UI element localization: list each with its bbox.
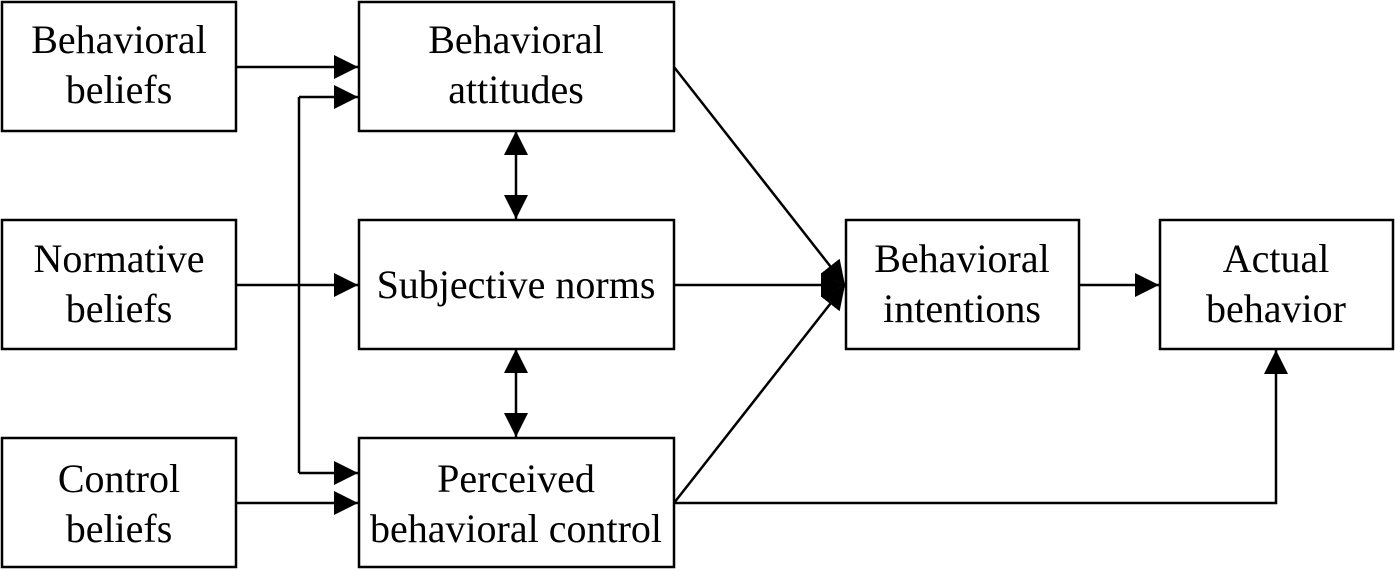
behavioral-beliefs-line-2: beliefs	[66, 67, 173, 112]
edge-attitudes-to-intentions	[673, 66, 846, 286]
subjective-norms-line-1: Subjective norms	[377, 262, 656, 307]
node-perceived-behavioral-control: Perceived behavioral control	[357, 436, 676, 569]
normative-beliefs-line-1: Normative	[33, 236, 204, 281]
node-normative-beliefs: Normative beliefs	[0, 218, 238, 351]
actual-behavior-box	[1158, 218, 1395, 351]
node-behavioral-intentions: Behavioral intentions	[844, 218, 1081, 351]
node-control-beliefs: Control beliefs	[0, 436, 238, 569]
behavioral-attitudes-box	[357, 0, 676, 133]
behavioral-attitudes-line-2: attitudes	[448, 67, 584, 112]
behavioral-intentions-line-1: Behavioral	[874, 236, 1050, 281]
edge-perceived-control-to-actual-behavior	[674, 350, 1288, 505]
behavioral-beliefs-box	[0, 0, 238, 133]
node-behavioral-beliefs: Behavioral beliefs	[0, 0, 238, 133]
node-behavioral-attitudes: Behavioral attitudes	[357, 0, 676, 133]
behavioral-intentions-box	[844, 218, 1081, 351]
control-beliefs-line-2: beliefs	[66, 506, 173, 551]
perceived-behavioral-control-line-2: behavioral control	[370, 506, 662, 551]
perceived-behavioral-control-box	[357, 436, 676, 569]
edge-perceived-control-to-intentions	[673, 284, 846, 504]
edges	[236, 55, 1288, 515]
behavioral-intentions-line-2: intentions	[883, 286, 1041, 331]
node-actual-behavior: Actual behavior	[1158, 218, 1395, 351]
perceived-behavioral-control-line-1: Perceived	[437, 456, 595, 501]
actual-behavior-line-1: Actual	[1223, 236, 1330, 281]
control-beliefs-line-1: Control	[58, 456, 180, 501]
normative-beliefs-box	[0, 218, 238, 351]
normative-beliefs-line-2: beliefs	[66, 286, 173, 331]
node-subjective-norms: Subjective norms	[357, 218, 676, 351]
behavioral-attitudes-line-1: Behavioral	[428, 17, 604, 62]
control-beliefs-box	[0, 436, 238, 569]
subjective-norms-box	[357, 218, 676, 351]
actual-behavior-line-2: behavior	[1206, 286, 1346, 331]
behavioral-beliefs-line-1: Behavioral	[31, 17, 207, 62]
